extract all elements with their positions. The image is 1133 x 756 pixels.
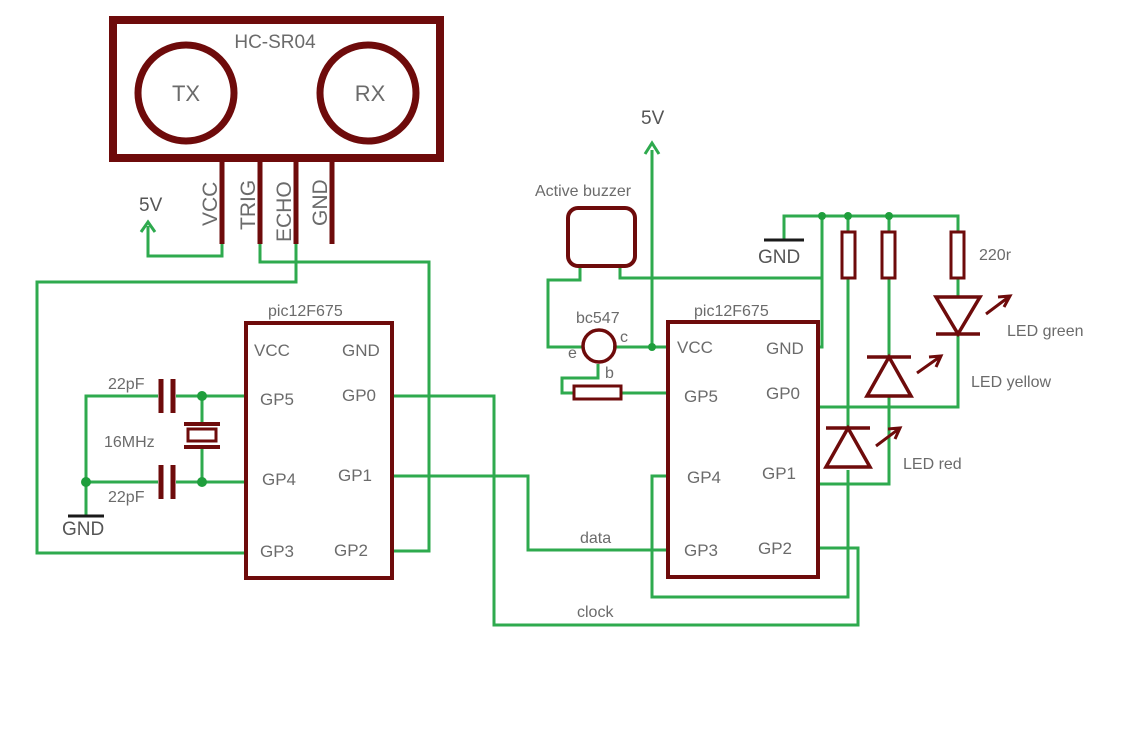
left-chip-pin-vcc: VCC bbox=[254, 341, 290, 360]
right-chip-pin-gp3: GP3 bbox=[684, 541, 718, 560]
ground-right: GND bbox=[758, 238, 804, 268]
junction-rail-3 bbox=[885, 212, 893, 220]
right-pic-chip: pic12F675 VCC GP5 GP4 GP3 GND GP0 GP1 GP… bbox=[666, 303, 820, 579]
wire-data bbox=[392, 474, 668, 552]
left-pic-chip: pic12F675 VCC GP5 GP4 GP3 GND GP0 GP1 GP… bbox=[244, 303, 394, 580]
left-chip-pin-gp2: GP2 bbox=[334, 541, 368, 560]
gnd-left-label: GND bbox=[62, 519, 104, 540]
transistor-e-label: e bbox=[568, 345, 577, 362]
led-yellow-arrow bbox=[916, 354, 944, 375]
junction-osc-top bbox=[197, 391, 207, 401]
wire-gp4-red-led bbox=[650, 470, 850, 599]
right-chip-pin-gp0: GP0 bbox=[766, 384, 800, 403]
wire-clock bbox=[392, 394, 860, 627]
wire-cap-left bbox=[84, 394, 158, 484]
wire-sensor-vcc bbox=[146, 226, 224, 258]
crystal-label: 16MHz bbox=[104, 434, 155, 451]
right-chip-pin-gp2: GP2 bbox=[758, 539, 792, 558]
right-chip-pin-gp1: GP1 bbox=[762, 464, 796, 483]
transistor-body bbox=[581, 328, 617, 364]
wire-emitter bbox=[546, 266, 584, 349]
led-red-label: LED red bbox=[903, 456, 962, 473]
right-chip-name: pic12F675 bbox=[694, 303, 769, 320]
resistor-yellow bbox=[880, 230, 897, 280]
led-yellow-triangle bbox=[864, 353, 914, 398]
sensor-5v-arrow bbox=[139, 219, 157, 233]
led-green-label: LED green bbox=[1007, 323, 1084, 340]
junction-gnd-left bbox=[81, 477, 91, 487]
cap-bottom-label: 22pF bbox=[108, 489, 145, 506]
ground-left: GND bbox=[62, 514, 104, 540]
wire-echo-gp3 bbox=[35, 244, 298, 555]
led-green-triangle bbox=[932, 295, 984, 338]
wire-gnd-rail bbox=[782, 214, 960, 240]
led-red: LED red bbox=[823, 424, 962, 473]
resistor-red bbox=[840, 230, 857, 280]
base-resistor bbox=[572, 384, 623, 401]
led-red-arrow bbox=[875, 426, 903, 448]
junction-rail-2 bbox=[844, 212, 852, 220]
buzzer-label: Active buzzer bbox=[535, 183, 632, 200]
led-yellow: LED yellow bbox=[864, 353, 1051, 398]
sensor-body bbox=[109, 16, 444, 162]
junction-5v-vcc bbox=[648, 343, 656, 351]
crystal-body bbox=[186, 427, 218, 443]
left-chip-pin-gp1: GP1 bbox=[338, 466, 372, 485]
cap-top-label: 22pF bbox=[108, 376, 145, 393]
active-buzzer: Active buzzer bbox=[535, 183, 637, 268]
wire-5v-vcc bbox=[650, 150, 668, 349]
clock-bus-label: clock bbox=[577, 604, 614, 621]
right-chip-pin-gnd: GND bbox=[766, 339, 804, 358]
right-chip-body bbox=[666, 320, 820, 579]
gnd-right-label: GND bbox=[758, 247, 800, 268]
sensor-pin-vcc-label: VCC bbox=[199, 182, 222, 226]
bc547-transistor: bc547 e c b bbox=[568, 310, 628, 401]
left-chip-pin-gp4: GP4 bbox=[262, 470, 296, 489]
led-resistors: 220r bbox=[840, 230, 1012, 280]
left-chip-name: pic12F675 bbox=[268, 303, 343, 320]
oscillator: 22pF 16MHz 22pF bbox=[104, 376, 220, 506]
wire-trig-gp2 bbox=[258, 244, 431, 553]
junction-osc-bottom bbox=[197, 477, 207, 487]
data-bus-label: data bbox=[580, 530, 611, 547]
transistor-label: bc547 bbox=[576, 310, 620, 327]
right-chip-pin-vcc: VCC bbox=[677, 338, 713, 357]
led-red-triangle bbox=[823, 424, 873, 469]
sensor-pin-echo-label: ECHO bbox=[273, 181, 296, 242]
hc-sr04-sensor: HC-SR04 TX RX VCC TRIG ECHO GND bbox=[109, 16, 444, 244]
wire-base bbox=[560, 364, 668, 395]
transistor-c-label: c bbox=[620, 329, 628, 346]
resistor-green bbox=[949, 230, 966, 280]
right-chip-pin-gp5: GP5 bbox=[684, 387, 718, 406]
buzzer-body bbox=[566, 206, 637, 268]
sensor-pin-gnd-label: GND bbox=[309, 179, 332, 226]
resistor-label: 220r bbox=[979, 247, 1012, 264]
led-green: LED green bbox=[932, 294, 1084, 340]
sensor-rx-label: RX bbox=[355, 81, 386, 106]
sensor-rx-transducer bbox=[316, 41, 420, 145]
led-yellow-label: LED yellow bbox=[971, 374, 1051, 391]
transistor-b-label: b bbox=[605, 365, 614, 382]
wire-green-gp0 bbox=[818, 334, 960, 409]
junction-rail-1 bbox=[818, 212, 826, 220]
left-chip-body bbox=[244, 321, 394, 580]
left-chip-pin-gp5: GP5 bbox=[260, 390, 294, 409]
left-chip-pin-gp3: GP3 bbox=[260, 542, 294, 561]
board-5v-label: 5V bbox=[641, 108, 665, 129]
sensor-tx-transducer bbox=[134, 41, 238, 145]
left-chip-pin-gp0: GP0 bbox=[342, 386, 376, 405]
sensor-5v-label: 5V bbox=[139, 195, 163, 216]
sensor-pin-trig-label: TRIG bbox=[237, 180, 260, 230]
sensor-name: HC-SR04 bbox=[234, 32, 316, 53]
wire-yellow-gp1 bbox=[818, 396, 891, 486]
sensor-tx-label: TX bbox=[172, 81, 200, 106]
led-green-arrow bbox=[985, 294, 1013, 316]
right-chip-pin-gp4: GP4 bbox=[687, 468, 721, 487]
left-chip-pin-gnd: GND bbox=[342, 341, 380, 360]
junctions bbox=[81, 212, 893, 487]
board-5v-arrow bbox=[643, 140, 661, 155]
